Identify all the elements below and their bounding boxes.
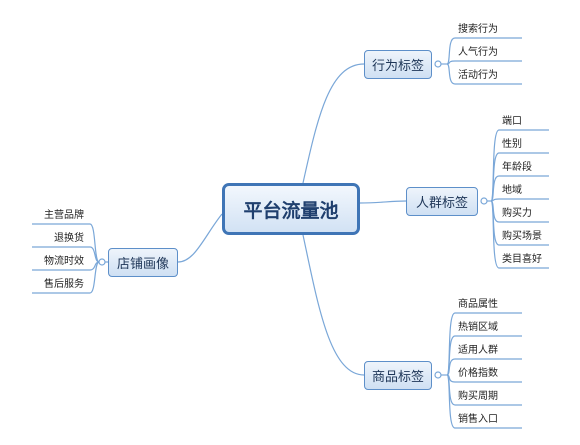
leaf-after-sales-service: 售后服务 <box>44 279 84 290</box>
behavior-leaf-link-1 <box>446 60 522 65</box>
leaf-returns-exchanges: 退换货 <box>54 233 84 244</box>
crowd-leaf-link-6 <box>490 200 549 269</box>
link-root-crowd <box>359 200 407 204</box>
link-root-behavior <box>302 63 365 184</box>
behavior-collapse-knob[interactable] <box>434 60 442 68</box>
root-node[interactable]: 平台流量池 <box>222 183 360 235</box>
link-root-product <box>302 234 365 376</box>
leaf-search-behavior: 搜索行为 <box>458 24 498 35</box>
shop-leaf-link-1 <box>32 246 100 263</box>
crowd-leaf-link-2 <box>490 175 549 202</box>
branch-node-shop-profile[interactable]: 店铺画像 <box>108 248 178 277</box>
branch-node-behavior-tags[interactable]: 行为标签 <box>364 50 432 79</box>
product-leaf-link-5 <box>446 374 522 429</box>
branch-node-product-tags[interactable]: 商品标签 <box>364 361 432 390</box>
leaf-age-group: 年龄段 <box>502 162 532 173</box>
shop-leaf-link-3 <box>32 261 100 294</box>
leaf-port: 端口 <box>502 116 522 127</box>
leaf-gender: 性别 <box>502 139 522 150</box>
crowd-leaf-link-3 <box>490 198 549 202</box>
leaf-main-brand: 主营品牌 <box>44 210 84 221</box>
leaf-sales-entrance: 销售入口 <box>458 414 498 425</box>
leaf-applicable-crowd: 适用人群 <box>458 345 498 356</box>
leaf-product-attributes: 商品属性 <box>458 299 498 310</box>
shop-collapse-knob[interactable] <box>98 258 106 266</box>
leaf-region: 地域 <box>502 185 522 196</box>
leaf-price-index: 价格指数 <box>458 368 498 379</box>
crowd-collapse-knob[interactable] <box>480 197 488 205</box>
leaf-purchase-cycle: 购买周期 <box>458 391 498 402</box>
leaf-category-preference: 类目喜好 <box>502 254 542 265</box>
leaf-hot-sales-region: 热销区域 <box>458 322 498 333</box>
link-root-shop <box>177 213 223 263</box>
product-collapse-knob[interactable] <box>434 371 442 379</box>
branch-node-crowd-tags[interactable]: 人群标签 <box>406 187 478 216</box>
behavior-leaf-link-0 <box>446 37 522 65</box>
leaf-purchasing-power: 购买力 <box>502 208 532 219</box>
leaf-purchase-scene: 购买场景 <box>502 231 542 242</box>
product-leaf-link-2 <box>446 358 522 376</box>
behavior-leaf-link-2 <box>446 63 522 85</box>
leaf-logistics-timeliness: 物流时效 <box>44 256 84 267</box>
leaf-popularity-behavior: 人气行为 <box>458 47 498 58</box>
leaf-activity-behavior: 活动行为 <box>458 70 498 81</box>
